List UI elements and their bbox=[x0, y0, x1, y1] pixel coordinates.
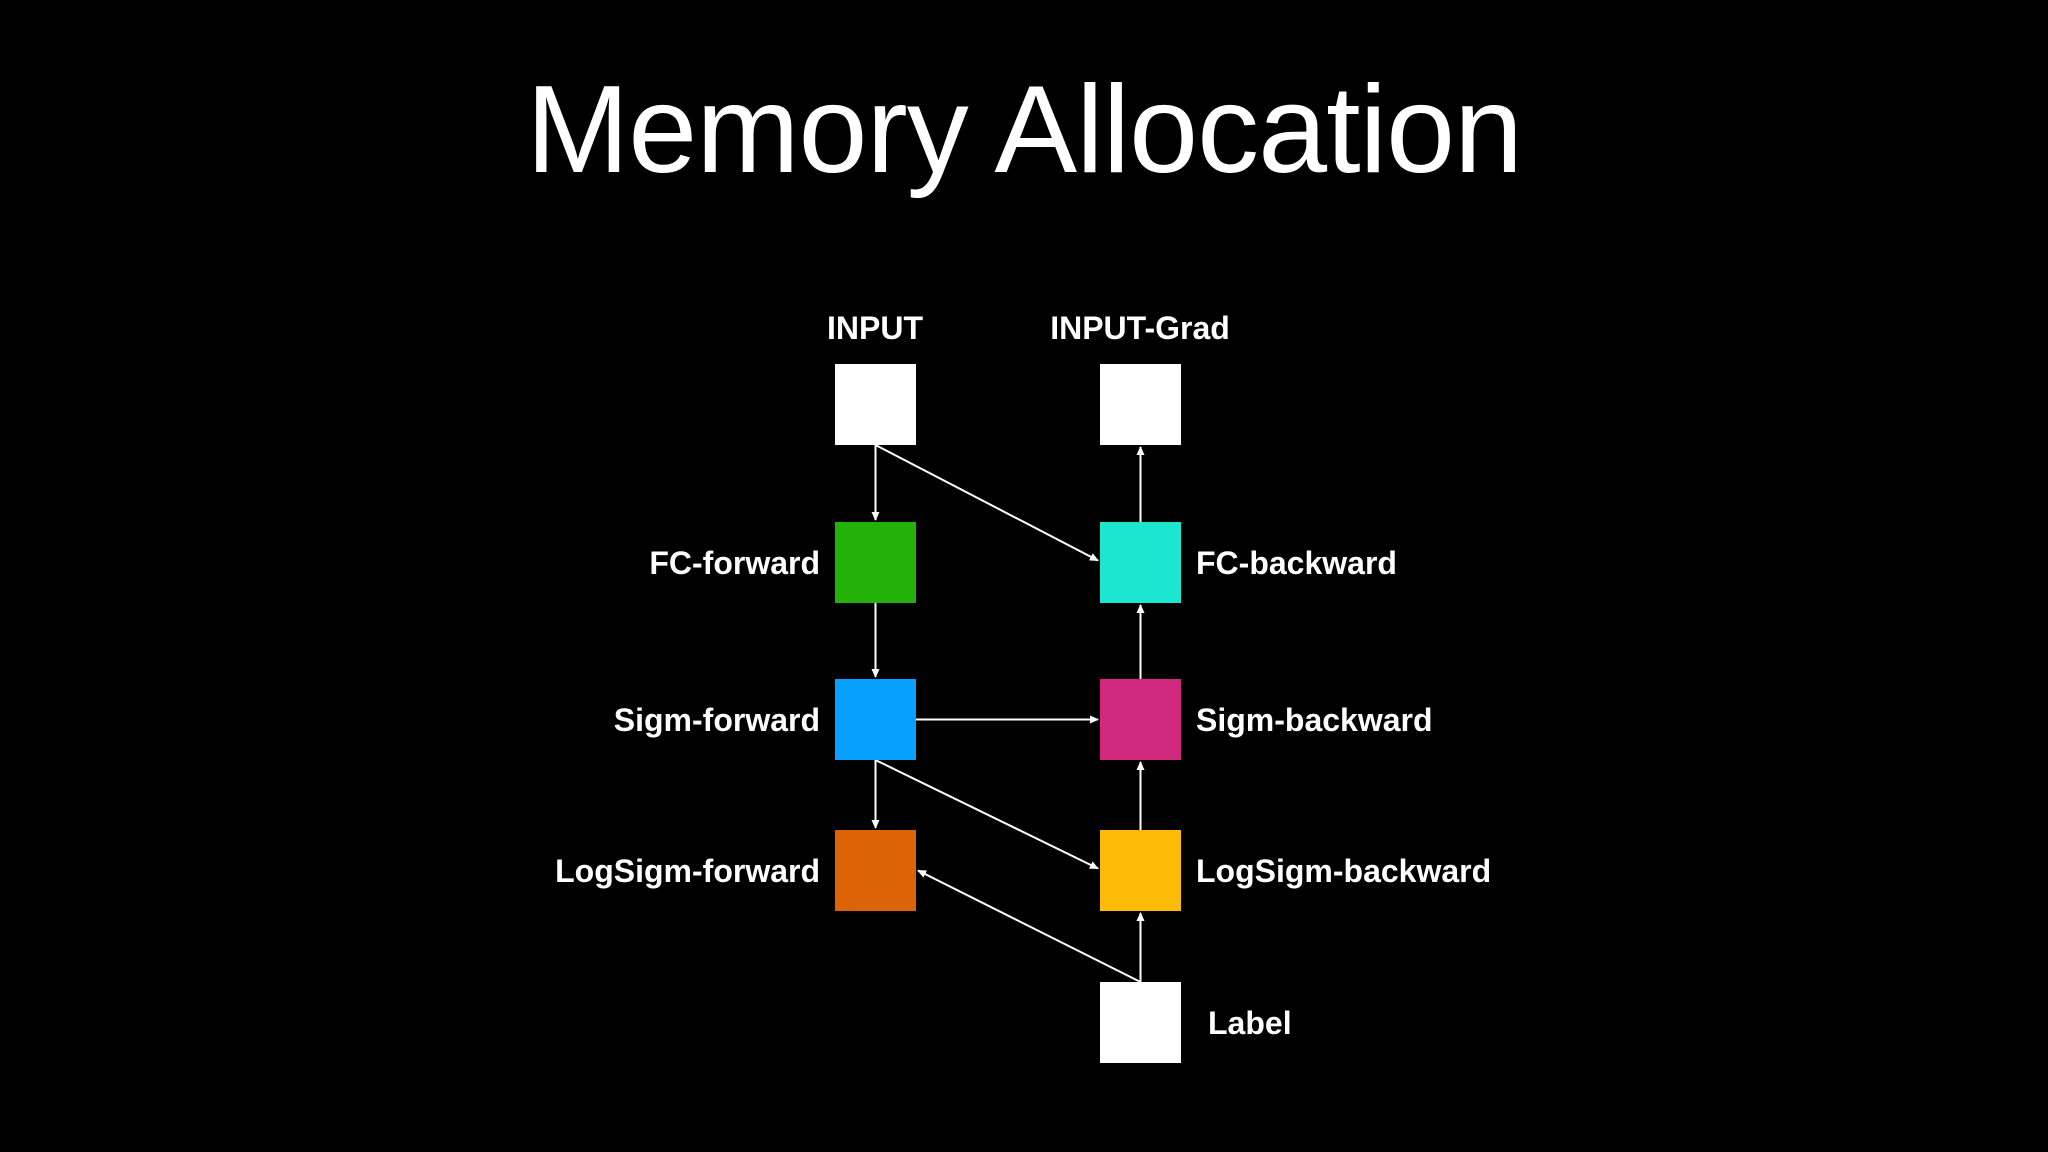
sigm-forward-node bbox=[835, 679, 916, 760]
sigm-backward-node bbox=[1100, 679, 1181, 760]
logsigm-forward-node bbox=[835, 830, 916, 911]
logsigm-forward-label: LogSigm-forward bbox=[555, 853, 820, 889]
slide-title: Memory Allocation bbox=[525, 61, 1523, 199]
input-grad-node bbox=[1100, 364, 1181, 445]
edge-input-to-fc-backward bbox=[875, 444, 1099, 562]
sigm-backward-label: Sigm-backward bbox=[1196, 702, 1433, 738]
fc-forward-node bbox=[835, 522, 916, 603]
fc-backward-label: FC-backward bbox=[1196, 545, 1397, 581]
logsigm-backward-node bbox=[1100, 830, 1181, 911]
input-label: INPUT bbox=[827, 310, 923, 346]
label-node bbox=[1100, 982, 1181, 1063]
sigm-forward-label: Sigm-forward bbox=[613, 702, 820, 738]
fc-forward-label: FC-forward bbox=[649, 545, 820, 581]
edge-label-to-logsigm-forward bbox=[917, 869, 1141, 983]
logsigm-backward-label: LogSigm-backward bbox=[1196, 853, 1492, 889]
edge-sigm-forward-to-logsigm-backward bbox=[875, 759, 1099, 870]
fc-backward-node bbox=[1100, 522, 1181, 603]
input-node bbox=[835, 364, 916, 445]
input-grad-label: INPUT-Grad bbox=[1050, 310, 1230, 346]
label-label: Label bbox=[1208, 1005, 1292, 1041]
